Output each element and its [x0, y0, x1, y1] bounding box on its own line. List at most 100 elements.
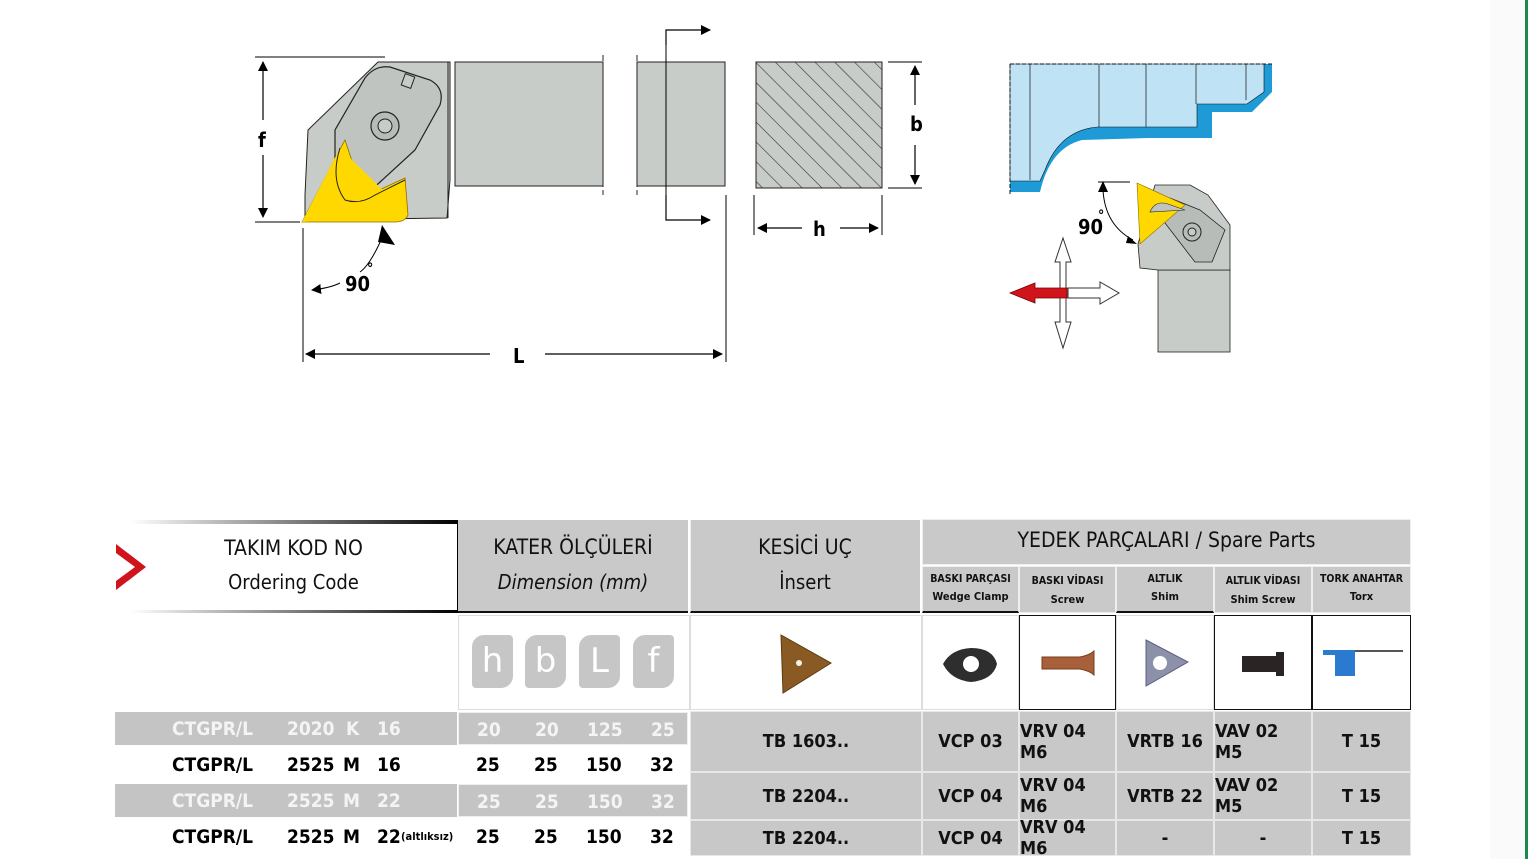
dim-f: 32	[651, 791, 675, 813]
section-arrow-top	[665, 25, 711, 45]
spare-col-tr: BASKI PARÇASI	[930, 573, 1011, 585]
wedge-clamp-code: VCP 03	[922, 711, 1019, 772]
angle-arc	[1102, 189, 1134, 241]
torx-key-icon	[1323, 650, 1403, 676]
dim-f: 25	[651, 719, 675, 741]
shim-image-cell	[1116, 615, 1214, 710]
dim-L: 125	[587, 719, 623, 741]
spare-col-en: Shim Screw	[1230, 593, 1296, 606]
shank-body	[454, 61, 604, 187]
dim-label-L: L	[513, 344, 524, 368]
insert-edge	[335, 147, 406, 203]
technical-drawing: f 90 ° L b h	[255, 25, 1272, 368]
table-row: CTGPR/L 2525 M 22 (altlıksız)	[115, 820, 457, 853]
dim-h: 20	[477, 719, 501, 741]
screw-code: VRV 04 M6	[1019, 711, 1116, 772]
angle-arrow	[311, 282, 341, 294]
dim-badge-L: L	[579, 635, 620, 688]
spare-parts-header	[922, 519, 1411, 565]
wedge-clamp-code: VCP 04	[922, 820, 1019, 856]
dim-label-h: h	[813, 217, 826, 241]
table-row: CTGPR/L 2020 K 16	[115, 712, 457, 745]
row-size: 2525	[287, 754, 335, 776]
insert-code: TB 2204..	[690, 820, 922, 856]
ordering-code-title-en: Ordering Code	[228, 570, 359, 594]
dim-L: 150	[587, 791, 623, 813]
insert-title-en: İnsert	[779, 570, 831, 594]
dim-f: 32	[650, 826, 674, 848]
dimensions-header	[458, 520, 688, 613]
header-rule	[130, 610, 457, 613]
insert-code: TB 2204..	[690, 772, 922, 820]
clamp-screw-icon	[1041, 649, 1095, 677]
insert-header	[690, 520, 920, 613]
spare-col-tr: TORK ANAHTAR	[1319, 573, 1403, 585]
row-num: 22	[377, 790, 401, 812]
spare-col-tr: ALTLIK	[1147, 573, 1183, 585]
angle-label: 90	[345, 272, 370, 296]
row-code: CTGPR/L	[172, 826, 254, 848]
dim-L: 150	[586, 754, 622, 776]
shank-cross-section	[755, 61, 883, 189]
row-letter: M	[343, 790, 361, 812]
dim-label-b: b	[910, 112, 923, 136]
screw-code: VRV 04 M6	[1019, 817, 1116, 859]
dim-b: 25	[534, 826, 558, 848]
insert-triangle	[302, 148, 408, 222]
table-row: CTGPR/L 2525 M 16	[115, 748, 457, 781]
spare-col-en: Wedge Clamp	[932, 590, 1009, 603]
chevron-right-icon	[116, 544, 146, 590]
page-margin	[1490, 0, 1525, 859]
dimensions-title-en: Dimension (mm)	[497, 570, 649, 594]
torx-code: T 15	[1312, 820, 1411, 856]
row-num: 16	[377, 718, 401, 740]
insert-triangle-icon	[780, 634, 832, 694]
table-row-dimensions: 25 25 150 32	[458, 748, 688, 781]
row-letter: M	[343, 826, 361, 848]
shim-icon	[1145, 639, 1190, 687]
row-num: 16	[377, 754, 401, 776]
dim-b: 25	[535, 791, 559, 813]
shim-screw-icon	[1242, 652, 1284, 676]
wedge-clamp-icon	[943, 648, 997, 682]
spare-parts-title: YEDEK PARÇALARI / Spare Parts	[1017, 528, 1316, 552]
shim-code: VRTB 22	[1116, 772, 1214, 820]
degree-symbol: °	[1098, 208, 1104, 224]
torx-code: T 15	[1312, 711, 1411, 772]
spare-col-header	[1214, 566, 1312, 613]
spare-col-en: Shim	[1151, 590, 1179, 603]
row-code: CTGPR/L	[172, 718, 254, 740]
dim-h: 25	[476, 754, 500, 776]
table-row: CTGPR/L 2525 M 22	[115, 784, 457, 817]
dim-b: 20	[535, 719, 559, 741]
dim-L: 150	[586, 826, 622, 848]
wedge-clamp-code: VCP 04	[922, 772, 1019, 820]
dim-badge-h: h	[472, 635, 513, 688]
spare-col-header	[1019, 566, 1116, 613]
spare-col-en: Screw	[1050, 593, 1085, 606]
spare-col-header	[1312, 566, 1411, 613]
row-letter: M	[343, 754, 361, 776]
angle-arrowhead	[378, 225, 395, 245]
spare-col-tr: BASKI VİDASI	[1031, 575, 1104, 587]
shank-end	[636, 61, 726, 187]
application-view-drawing: 90 °	[1008, 63, 1272, 353]
screw-code: VRV 04 M6	[1019, 772, 1116, 820]
row-code: CTGPR/L	[172, 790, 254, 812]
dimensions-title-tr: KATER ÖLÇÜLERİ	[493, 535, 653, 559]
dim-f: 32	[650, 754, 674, 776]
row-code: CTGPR/L	[172, 754, 254, 776]
shim-code: VRTB 16	[1116, 711, 1214, 772]
holder-shank	[1157, 269, 1231, 353]
screw-image-cell	[1019, 615, 1116, 710]
shim-screw-code: VAV 02 M5	[1214, 711, 1312, 772]
insert-code: TB 1603..	[690, 711, 922, 772]
torx-socket	[1187, 227, 1197, 237]
insert-image-cell	[690, 615, 922, 710]
right-feed-arrow-icon	[1067, 281, 1120, 305]
torx-socket	[377, 118, 393, 134]
angle-arrowhead	[1126, 236, 1137, 244]
shim-screw-code: -	[1214, 820, 1312, 856]
clamp-tip	[1149, 202, 1186, 213]
table-row-dimensions: 25 25 150 32	[458, 820, 688, 853]
